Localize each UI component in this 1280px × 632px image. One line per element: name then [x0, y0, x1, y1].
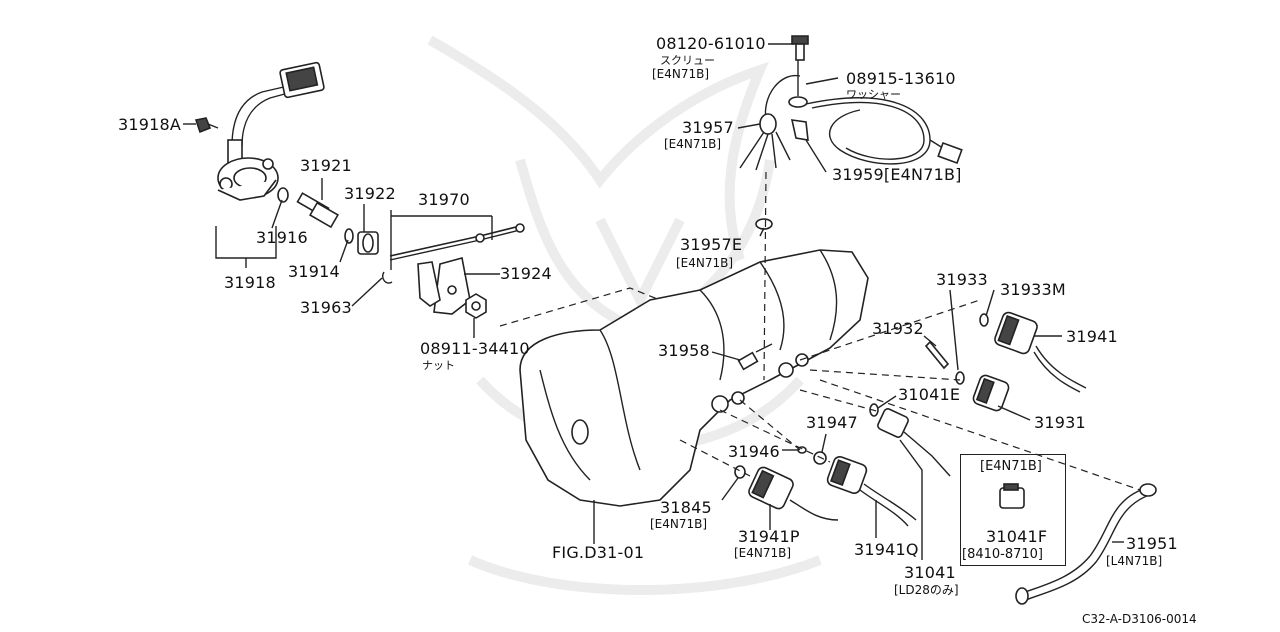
bolt-31918A [194, 117, 219, 134]
o-ring-31845 [734, 465, 746, 479]
label-31041F: 31041F [986, 527, 1048, 546]
shaft-31921 [296, 192, 339, 229]
tube-31951 [1015, 483, 1157, 605]
label-08915-jp: ワッシャー [846, 88, 901, 101]
label-31959: 31959[E4N71B] [832, 165, 962, 184]
label-31941: 31941 [1066, 327, 1118, 346]
leader-lines [183, 43, 1124, 560]
switch-31041F [999, 483, 1025, 509]
label-31914: 31914 [288, 262, 340, 281]
sensor-31931 [972, 374, 1010, 412]
label-31946: 31946 [728, 442, 780, 461]
label-31041-note: [LD28のみ] [894, 583, 959, 597]
lever-31924 [417, 257, 471, 315]
rod-31970 [389, 223, 525, 261]
label-08120-61010: 08120-61010 [656, 34, 766, 53]
part-31958 [737, 343, 773, 371]
label-31845-note: [E4N71B] [650, 517, 708, 531]
label-08911-34410: 08911-34410 [420, 339, 530, 358]
label-31951: 31951 [1126, 534, 1178, 553]
nut-08911 [465, 293, 487, 319]
label-31957: 31957 [682, 118, 734, 137]
label-31941P-note: [E4N71B] [734, 546, 792, 560]
solenoid-31941P [748, 466, 839, 521]
variant-box [960, 454, 1066, 566]
label-31931: 31931 [1034, 413, 1086, 432]
bracket-31959 [790, 119, 809, 141]
label-31933: 31933 [936, 270, 988, 289]
diagram-code: C32-A-D3106-0014 [1082, 612, 1197, 626]
label-08120-note: [E4N71B] [652, 67, 710, 81]
harness-31957 [739, 74, 801, 171]
solenoid-31941Q [826, 455, 917, 527]
label-31963: 31963 [300, 298, 352, 317]
label-08915-13610: 08915-13610 [846, 69, 956, 88]
label-31951-note: [L4N71B] [1106, 554, 1163, 568]
label-fig-d31-01: FIG.D31-01 [552, 543, 645, 562]
label-31933M: 31933M [1000, 280, 1066, 299]
label-31845: 31845 [660, 498, 712, 517]
label-31916: 31916 [256, 228, 308, 247]
label-31041E: 31041E [898, 385, 961, 404]
label-31958: 31958 [658, 341, 710, 360]
cable-harness [805, 97, 963, 165]
o-ring-31947 [813, 451, 827, 465]
o-ring-31933M [979, 313, 989, 327]
label-31924: 31924 [500, 264, 552, 283]
label-31041F-note: [8410-8710] [962, 547, 1044, 562]
transmission-case [519, 249, 869, 507]
assembly-lines [499, 171, 1141, 491]
label-31921: 31921 [300, 156, 352, 175]
solenoid-31941 [994, 311, 1087, 393]
o-ring-31957E [755, 218, 773, 230]
label-31957E-note: [E4N71B] [676, 256, 734, 270]
clip-31963 [382, 271, 393, 284]
label-31970: 31970 [418, 190, 470, 209]
label-31941Q: 31941Q [854, 540, 919, 559]
ring-31916 [277, 187, 289, 203]
o-ring-31933 [955, 371, 965, 385]
switch-31041 [877, 408, 951, 477]
label-31957-note: [E4N71B] [664, 137, 722, 151]
label-08120-jp: スクリュー [660, 54, 715, 67]
label-31918: 31918 [224, 273, 276, 292]
washer-08915 [788, 96, 808, 108]
label-31918A: 31918A [118, 115, 182, 134]
label-box-note: [E4N71B] [980, 459, 1042, 474]
label-31941P: 31941P [738, 527, 800, 546]
ring-31914 [344, 228, 354, 244]
label-31957E: 31957E [680, 235, 743, 254]
pin-31932 [924, 340, 950, 370]
screw-08120 [791, 35, 809, 61]
label-31922: 31922 [344, 184, 396, 203]
inhibitor-switch-31918 [217, 61, 325, 201]
label-08911-jp: ナット [422, 359, 455, 372]
label-31932: 31932 [872, 319, 924, 338]
bushing-31922 [357, 231, 379, 255]
label-31947: 31947 [806, 413, 858, 432]
label-31041: 31041 [904, 563, 956, 582]
